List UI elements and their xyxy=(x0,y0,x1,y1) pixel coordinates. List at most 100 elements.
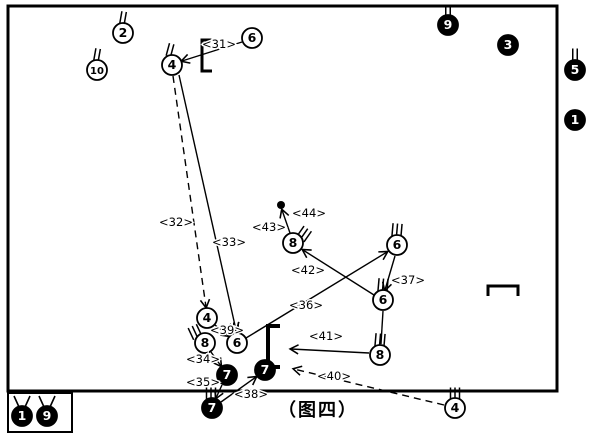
move-label-40: <40> xyxy=(317,369,351,383)
player-3: 3 xyxy=(497,34,519,56)
bracket-net-top xyxy=(200,38,212,73)
player-8-mid-number: 8 xyxy=(289,235,298,250)
player-8-mid-circle xyxy=(282,232,304,254)
player-7-b: 7 xyxy=(254,359,276,381)
move-line-32 xyxy=(172,75,211,310)
player-4-cluster-circle xyxy=(196,307,218,329)
player-6-right-number: 6 xyxy=(393,237,402,252)
move-line-41 xyxy=(288,344,370,355)
player-7-c-circle xyxy=(201,397,223,419)
move-label-44: <44> xyxy=(292,206,326,220)
move-line-42 xyxy=(300,248,375,296)
player-2: 2 xyxy=(112,11,134,44)
player-6-top: 6 xyxy=(241,27,263,49)
player-4-cluster: 4 xyxy=(196,307,218,329)
player-1-out: 1 xyxy=(564,109,586,131)
legend-player-1-number: 1 xyxy=(18,408,27,423)
player-4-top: 4 xyxy=(161,42,183,76)
player-6-right-mark xyxy=(400,223,403,237)
player-10-mark xyxy=(92,48,97,62)
move-line-35 xyxy=(214,384,224,401)
move-line-31 xyxy=(179,41,243,64)
move-label-32: <32> xyxy=(159,215,193,229)
player-6-right-mark xyxy=(391,223,394,237)
player-8-right-mark xyxy=(383,333,386,347)
player-4-cluster-number: 4 xyxy=(203,310,212,325)
move-line-37 xyxy=(381,255,396,293)
move-line-conn-6-8 xyxy=(380,310,384,345)
player-2-circle xyxy=(112,22,134,44)
legend-player-1-circle xyxy=(11,405,33,427)
player-7-a-circle xyxy=(216,364,238,386)
move-label-33: <33> xyxy=(212,235,246,249)
player-6-mid-mark xyxy=(377,278,380,292)
player-7-b-circle xyxy=(254,359,276,381)
move-label-41: <41> xyxy=(309,329,343,343)
player-2-mark xyxy=(118,11,123,25)
bracket-right xyxy=(486,284,520,296)
legend-box xyxy=(7,392,73,433)
player-6-mid-mark xyxy=(386,278,389,292)
player-6-right: 6 xyxy=(386,223,408,256)
move-label-36: <36> xyxy=(289,298,323,312)
player-6-top-number: 6 xyxy=(248,30,257,45)
player-8-cluster-mark xyxy=(187,327,195,341)
player-7-a: 7 xyxy=(216,364,238,386)
player-8-mid-mark xyxy=(303,230,313,243)
player-6-mid-number: 6 xyxy=(379,292,388,307)
legend-player-1-mark xyxy=(24,395,31,408)
player-8-right-circle xyxy=(369,344,391,366)
legend-player-1: 1 xyxy=(11,395,33,427)
player-9-top-number: 9 xyxy=(444,17,453,32)
player-8-cluster-circle xyxy=(194,332,216,354)
player-8-right-number: 8 xyxy=(376,347,385,362)
player-7-c-number: 7 xyxy=(208,400,217,415)
player-4-bottom-number: 4 xyxy=(451,400,460,415)
player-5-out-circle xyxy=(564,59,586,81)
legend-player-1-mark xyxy=(13,395,20,408)
legend-player-9-circle xyxy=(36,405,58,427)
player-6-mid-circle xyxy=(372,289,394,311)
court-outline xyxy=(6,4,559,393)
player-6-cluster-circle xyxy=(226,332,248,354)
player-7-a-number: 7 xyxy=(223,367,232,382)
player-6-right-circle xyxy=(386,234,408,256)
figure-caption: （图四） xyxy=(278,400,358,421)
player-4-top-mark xyxy=(165,42,171,56)
move-line-34 xyxy=(210,351,223,369)
player-4-bottom-circle xyxy=(444,397,466,419)
ball-dot xyxy=(277,201,285,209)
move-line-38 xyxy=(220,375,259,403)
player-7-b-number: 7 xyxy=(261,362,270,377)
move-line-36 xyxy=(245,250,390,339)
move-line-43 xyxy=(279,207,291,234)
player-8-cluster: 8 xyxy=(187,323,216,354)
move-label-34: <34> xyxy=(186,352,220,366)
legend-player-9: 9 xyxy=(36,395,58,427)
move-label-35: <35> xyxy=(186,375,220,389)
legend-player-9-mark xyxy=(38,395,45,408)
player-5-out-number: 5 xyxy=(571,62,580,77)
player-6-cluster: 6 xyxy=(226,322,248,354)
move-line-33 xyxy=(178,74,240,333)
player-10: 10 xyxy=(86,48,108,81)
move-label-42: <42> xyxy=(291,263,325,277)
player-4-top-circle xyxy=(161,54,183,76)
player-8-mid: 8 xyxy=(282,225,313,254)
move-label-43: <43> xyxy=(252,220,286,234)
player-6-mid: 6 xyxy=(372,278,394,311)
player-9-top-circle xyxy=(437,14,459,36)
player-10-circle xyxy=(86,59,108,81)
player-3-circle xyxy=(497,34,519,56)
move-line-40 xyxy=(291,365,445,406)
player-7-c: 7 xyxy=(201,387,223,419)
player-8-cluster-number: 8 xyxy=(201,335,210,350)
move-label-37: <37> xyxy=(391,273,425,287)
player-5-out: 5 xyxy=(564,48,586,81)
player-8-right-mark xyxy=(374,333,377,347)
legend-player-9-number: 9 xyxy=(43,408,52,423)
player-8-right: 8 xyxy=(369,333,391,366)
player-10-number: 10 xyxy=(90,66,104,77)
